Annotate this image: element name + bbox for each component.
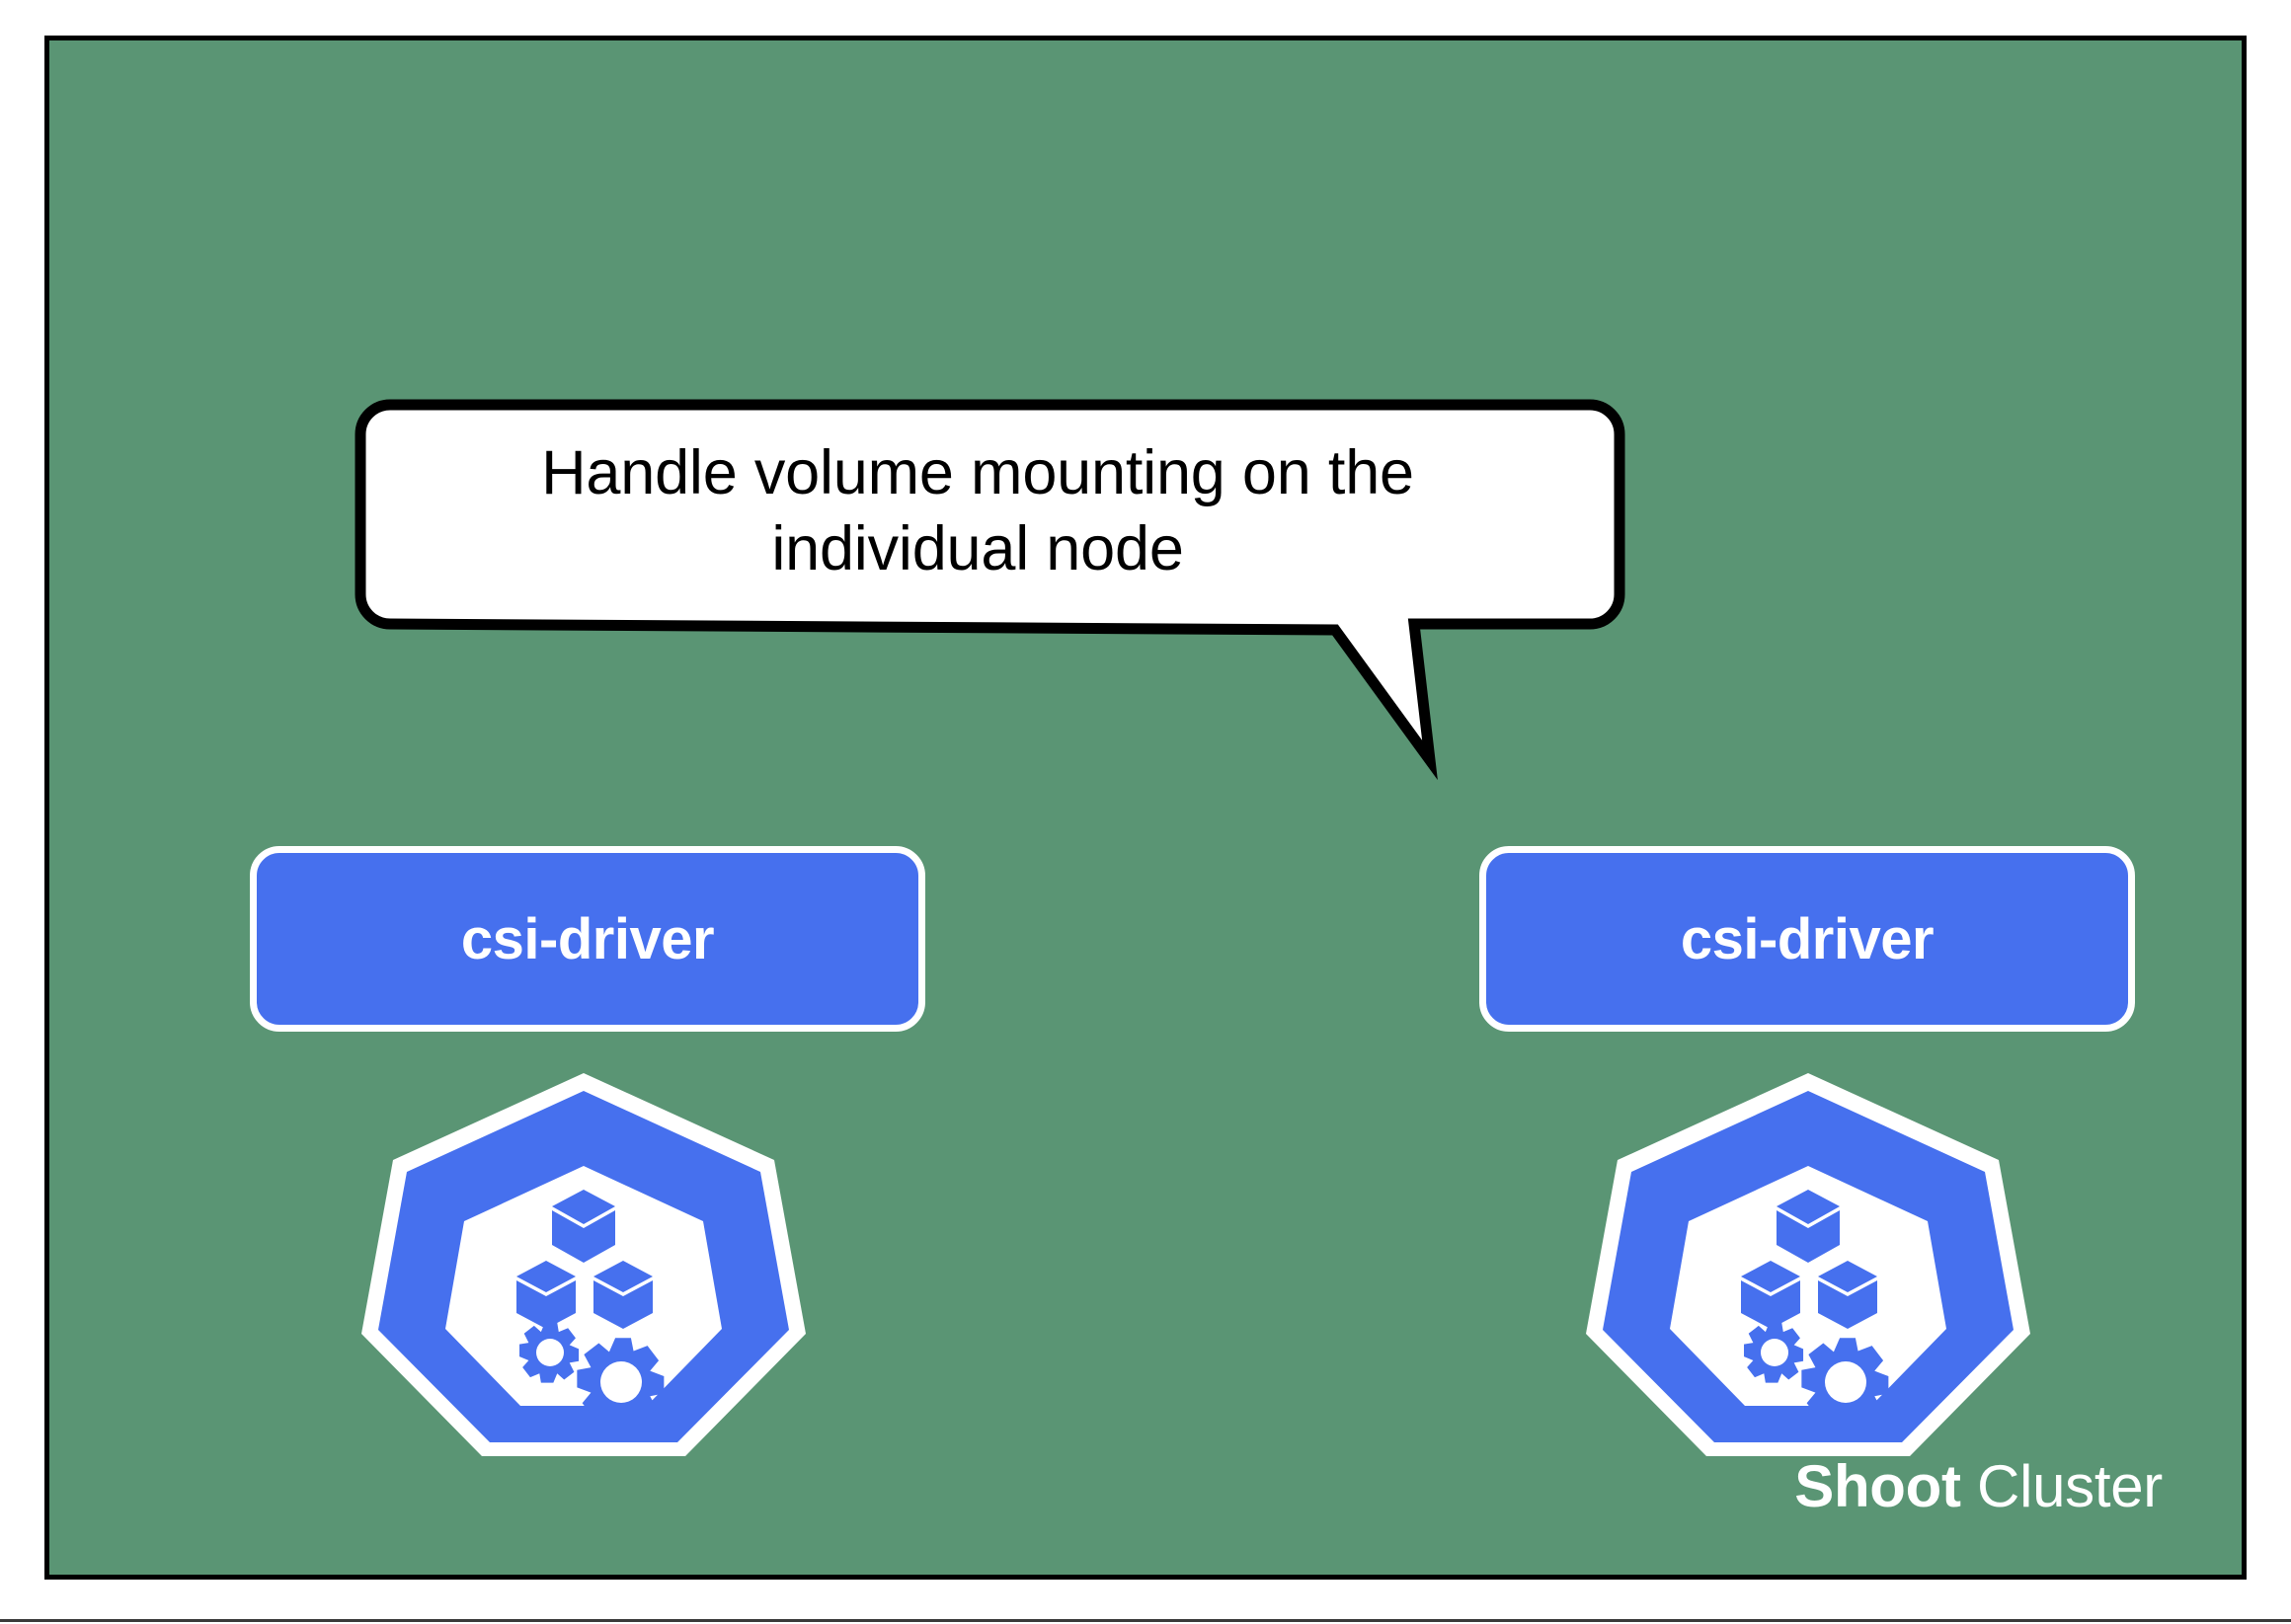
cluster-label-bold: Shoot [1794, 1453, 1961, 1519]
bottom-divider [0, 1619, 2291, 1622]
callout-text: Handle volume mounting on the individual… [351, 425, 1605, 597]
csi-driver-box-left[interactable]: csi-driver [250, 846, 925, 1032]
csi-driver-label-left: csi-driver [460, 906, 715, 971]
kubernetes-logo-icon-right [1580, 1069, 2036, 1460]
cluster-label-rest: Cluster [1960, 1453, 2163, 1519]
csi-driver-box-right[interactable]: csi-driver [1479, 846, 2135, 1032]
shoot-cluster-panel: csi-driver csi-driver [44, 36, 2247, 1580]
callout-text-line2: individual node [771, 513, 1184, 583]
callout-text-line1: Handle volume mounting on the [541, 437, 1414, 507]
csi-driver-label-right: csi-driver [1680, 906, 1935, 971]
kubernetes-logo-icon-left [356, 1069, 812, 1460]
cluster-label: Shoot Cluster [1794, 1452, 2163, 1520]
